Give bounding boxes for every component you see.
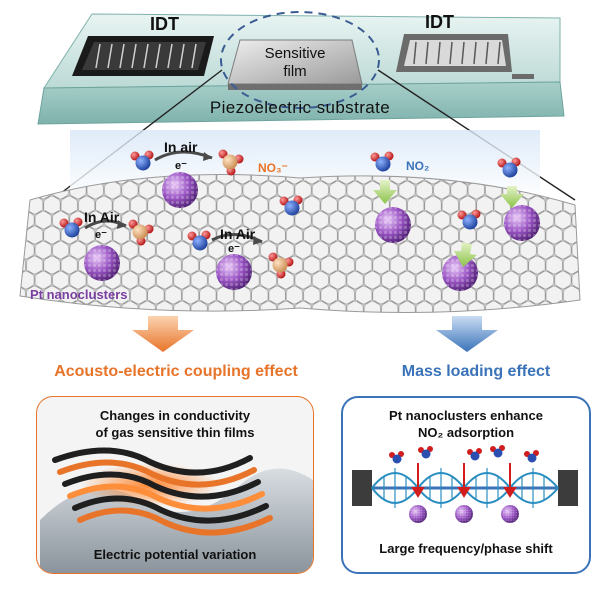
pt-cluster-4 <box>375 207 411 243</box>
acousto-electric-title: Acousto-electric coupling effect <box>54 363 298 380</box>
acousto-electric-panel: Changes in conductivity of gas sensitive… <box>37 397 313 573</box>
resonator-right-block <box>558 470 578 506</box>
pt-nanoclusters-label: Pt nanoclusters <box>30 287 128 302</box>
left-caption-2: of gas sensitive thin films <box>96 425 255 440</box>
film-label-line1: Sensitive <box>265 45 326 62</box>
idt-left-label: IDT <box>150 14 179 34</box>
no3-label: NO₃⁻ <box>258 161 288 175</box>
left-caption-1: Changes in conductivity <box>100 408 251 423</box>
film-label-line2: film <box>283 63 306 80</box>
electron-label-2: e⁻ <box>95 229 107 241</box>
resonator-left-block <box>352 470 372 506</box>
pt-cluster-6 <box>504 205 540 241</box>
left-caption-3: Electric potential variation <box>94 547 257 562</box>
electron-label-1: e⁻ <box>175 160 187 172</box>
mass-loading-arrow <box>436 316 498 352</box>
in-air-label-mid: In Air <box>220 226 256 242</box>
right-caption-1: Pt nanoclusters enhance <box>389 408 543 423</box>
right-caption-3: Large frequency/phase shift <box>379 541 553 556</box>
pt-cluster-3 <box>216 254 252 290</box>
substrate-label: Piezoelectric substrate <box>210 98 390 117</box>
idt-right-label: IDT <box>425 12 454 32</box>
reaction-scene: In air In Air In Air e⁻ e⁻ e⁻ NO₃⁻ NO₂ P… <box>0 130 600 330</box>
mass-loading-panel: Pt nanoclusters enhance NO₂ adsorption <box>342 397 590 573</box>
electron-label-3: e⁻ <box>228 243 240 255</box>
pt-cluster-1 <box>162 172 198 208</box>
idt-left-electrode <box>72 36 214 76</box>
acousto-arrow <box>132 316 194 352</box>
in-air-label-left: In Air <box>84 209 120 225</box>
pt-cluster-2 <box>84 245 120 281</box>
mass-loading-title: Mass loading effect <box>402 363 551 380</box>
in-air-label-top: In air <box>164 139 198 155</box>
right-caption-2: NO₂ adsorption <box>418 425 514 440</box>
no2-label: NO₂ <box>406 159 429 173</box>
